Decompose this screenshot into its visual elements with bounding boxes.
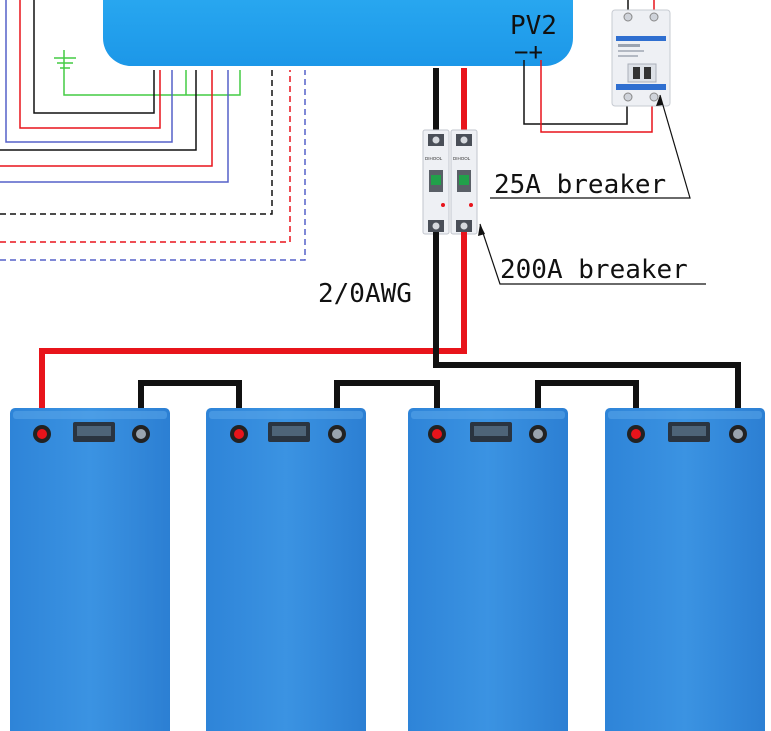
breaker-200a: DIHOOL DIHOOL — [422, 129, 478, 235]
callout-25a: 25A breaker — [490, 94, 691, 200]
pv2-polarity-label: −+ — [514, 38, 543, 66]
callout-200a: 200A breaker — [478, 223, 706, 285]
breaker-25a — [611, 9, 671, 107]
black-wire-1 — [33, 0, 155, 114]
battery-case — [408, 408, 568, 731]
label-200a-breaker: 200A breaker — [500, 255, 688, 285]
blue-wire-2 — [0, 70, 229, 183]
red-wire-1 — [19, 0, 161, 129]
battery-case — [206, 408, 366, 731]
inverter: PV2 −+ — [103, 0, 573, 66]
battery-2 — [206, 408, 366, 731]
blue-dashed-wire — [0, 70, 306, 261]
series-link-1 — [138, 380, 242, 432]
breaker-brand-right: DIHOOL — [453, 156, 471, 161]
battery-3 — [408, 408, 568, 731]
ground-wire — [63, 50, 241, 96]
blue-wire-1 — [5, 0, 173, 143]
inverter-body — [103, 0, 573, 66]
black-main-cable — [433, 232, 741, 432]
red-main-cable — [39, 232, 467, 432]
series-links — [138, 380, 639, 432]
battery-4 — [605, 408, 765, 731]
label-cable-gauge: 2/0AWG — [318, 279, 412, 309]
series-link-2 — [334, 380, 440, 432]
label-25a-breaker: 25A breaker — [494, 170, 666, 200]
series-link-3 — [535, 380, 639, 432]
black-wire-2 — [0, 70, 197, 151]
battery-main-cables — [39, 232, 741, 432]
left-wiring-bundle — [0, 0, 306, 261]
battery-case — [10, 408, 170, 731]
pv2-heavy-cables — [433, 68, 467, 132]
red-wire-2 — [0, 70, 213, 167]
red-dashed-wire — [0, 70, 291, 243]
breaker-brand-left: DIHOOL — [425, 156, 443, 161]
pv2-label: PV2 — [510, 11, 557, 41]
black-dashed-wire — [0, 70, 273, 215]
battery-case — [605, 408, 765, 731]
battery-1 — [10, 408, 170, 731]
